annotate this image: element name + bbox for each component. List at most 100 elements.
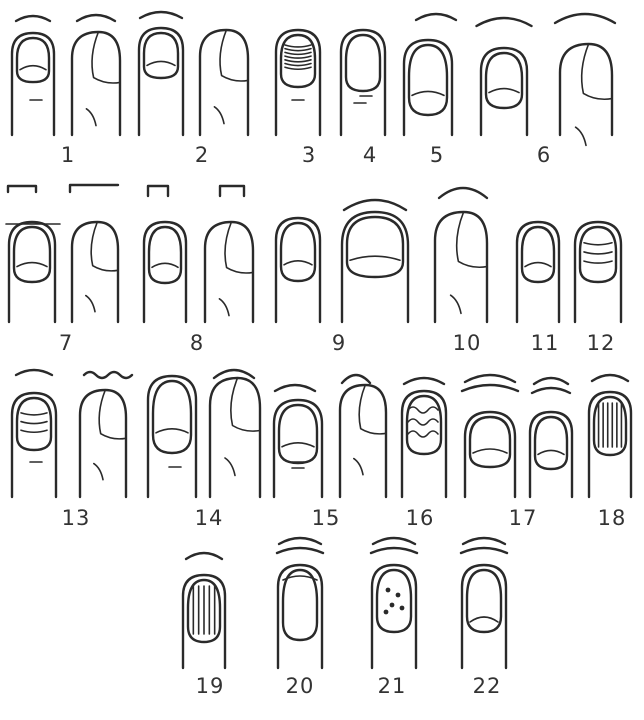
curvature-arc bbox=[342, 375, 370, 383]
nail-outline bbox=[17, 38, 49, 82]
curvature-arc bbox=[140, 12, 182, 18]
nail-outline bbox=[283, 570, 317, 640]
ridge-line bbox=[285, 60, 311, 62]
wavy-arc bbox=[84, 372, 132, 378]
nail-pit bbox=[384, 610, 389, 615]
specimen-21 bbox=[371, 538, 417, 668]
label-19: 19 bbox=[196, 674, 225, 698]
specimen-13 bbox=[12, 370, 132, 497]
skin-crease bbox=[86, 296, 95, 312]
nail-pit bbox=[386, 588, 391, 593]
label-4: 4 bbox=[363, 143, 377, 167]
ridge-line bbox=[21, 422, 47, 424]
finger-outline bbox=[342, 212, 408, 322]
ridge-line bbox=[584, 252, 612, 254]
ridge-line bbox=[584, 243, 612, 245]
nail-outline bbox=[153, 381, 191, 453]
specimen-12 bbox=[575, 222, 621, 322]
finger-side-outline bbox=[340, 385, 386, 497]
ridge-line bbox=[285, 52, 311, 54]
skin-crease bbox=[214, 107, 224, 124]
specimen-8 bbox=[144, 186, 253, 322]
wavy-ridge bbox=[408, 419, 438, 425]
skin-crease bbox=[451, 295, 461, 313]
ridge-line bbox=[285, 67, 311, 69]
lunula-line bbox=[473, 449, 507, 453]
specimen-4 bbox=[341, 30, 385, 135]
finger-side-outline bbox=[560, 44, 612, 135]
lunula-line bbox=[538, 450, 564, 454]
specimen-7 bbox=[6, 185, 118, 322]
label-20: 20 bbox=[286, 674, 315, 698]
curvature-arc bbox=[77, 15, 115, 21]
label-22: 22 bbox=[473, 674, 502, 698]
specimen-1 bbox=[12, 15, 120, 135]
finger-side-outline bbox=[205, 222, 253, 322]
ridge-line bbox=[285, 56, 311, 58]
curvature-bracket bbox=[8, 186, 36, 192]
finger-outline bbox=[404, 40, 452, 135]
lunula-line bbox=[17, 263, 47, 267]
lunula-line bbox=[470, 617, 498, 622]
specimen-19 bbox=[183, 553, 225, 668]
skin-crease bbox=[94, 464, 103, 480]
label-6: 6 bbox=[537, 143, 551, 167]
specimen-22 bbox=[461, 538, 507, 668]
curvature-arc bbox=[275, 385, 315, 391]
nail-pit bbox=[396, 593, 401, 598]
specimen-11 bbox=[517, 222, 559, 322]
curvature-arc bbox=[186, 553, 222, 559]
lunula-line bbox=[156, 429, 188, 433]
finger-side-outline bbox=[200, 30, 248, 135]
nail-outline bbox=[377, 570, 411, 632]
lunula-line bbox=[147, 61, 175, 65]
finger-outline bbox=[530, 412, 572, 497]
specimen-10 bbox=[435, 188, 487, 322]
label-3: 3 bbox=[302, 143, 316, 167]
specimen-9 bbox=[276, 200, 408, 322]
skin-crease bbox=[354, 459, 363, 475]
finger-side-outline bbox=[210, 378, 260, 497]
curvature-arc bbox=[279, 538, 321, 544]
label-8: 8 bbox=[190, 331, 204, 355]
curvature-arc bbox=[416, 14, 456, 20]
ridge-line bbox=[285, 45, 311, 47]
lunula-line bbox=[282, 443, 314, 447]
nail-outline bbox=[409, 45, 447, 115]
wavy-ridge bbox=[408, 431, 438, 437]
nail-pit bbox=[390, 603, 395, 608]
specimen-20 bbox=[277, 538, 323, 668]
finger-side-outline bbox=[72, 222, 118, 322]
label-14: 14 bbox=[195, 506, 224, 530]
label-16: 16 bbox=[406, 506, 435, 530]
lunula-line bbox=[350, 256, 400, 260]
nail-outline bbox=[486, 53, 522, 108]
nail-outline bbox=[144, 33, 178, 78]
finger-side-outline bbox=[80, 390, 126, 497]
label-5: 5 bbox=[430, 143, 444, 167]
curvature-arc bbox=[465, 375, 515, 382]
lunula-line bbox=[152, 263, 178, 267]
nail-outline bbox=[535, 417, 567, 469]
finger-outline bbox=[278, 565, 322, 668]
label-7: 7 bbox=[59, 331, 73, 355]
curvature-arc bbox=[16, 370, 52, 375]
ridge-line bbox=[285, 49, 311, 51]
nail-outline bbox=[281, 35, 315, 87]
curvature-arc bbox=[214, 370, 254, 378]
specimen-3 bbox=[276, 30, 320, 135]
label-11: 11 bbox=[531, 331, 560, 355]
curvature-bracket bbox=[148, 186, 168, 196]
curvature-arc bbox=[439, 188, 487, 198]
specimen-14 bbox=[148, 370, 260, 497]
curvature-arc bbox=[277, 548, 323, 553]
curvature-arc bbox=[373, 538, 415, 544]
lunula-line bbox=[489, 89, 519, 93]
label-21: 21 bbox=[378, 674, 407, 698]
curvature-arc bbox=[16, 16, 50, 21]
lunula-line bbox=[525, 263, 551, 267]
label-12: 12 bbox=[587, 331, 616, 355]
skin-crease bbox=[219, 299, 229, 316]
skin-crease bbox=[86, 109, 96, 126]
nail-outline bbox=[347, 217, 403, 277]
